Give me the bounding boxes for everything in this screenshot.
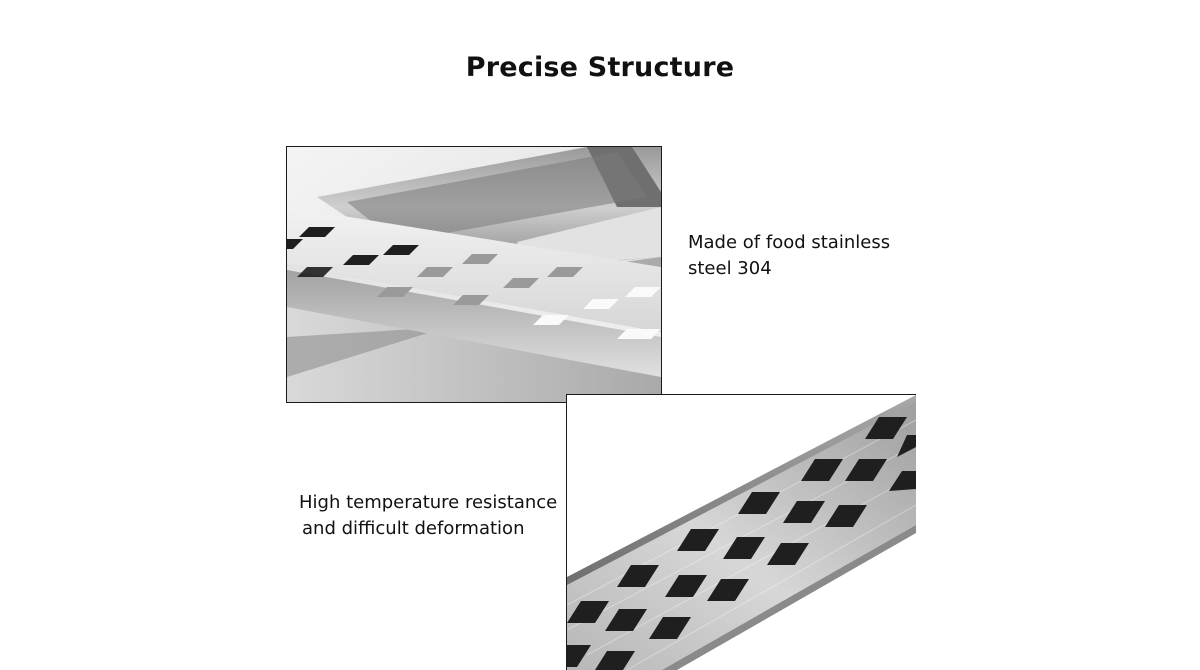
strip-closeup-illustration xyxy=(567,395,916,670)
feature-caption-food-steel: Made of food stainless steel 304 xyxy=(688,230,890,282)
caption-line: Made of food stainless xyxy=(688,232,891,253)
caption-line: High temperature resistance xyxy=(299,492,558,513)
strip-closeup-photo xyxy=(566,394,916,670)
tray-photo xyxy=(286,146,662,403)
caption-line: and difficult deformation xyxy=(302,518,525,539)
feature-caption-heat-resistance: High temperature resistance and difficul… xyxy=(299,490,557,542)
tray-illustration xyxy=(287,147,661,402)
caption-line: steel 304 xyxy=(688,258,772,279)
page-title: Precise Structure xyxy=(465,52,735,83)
